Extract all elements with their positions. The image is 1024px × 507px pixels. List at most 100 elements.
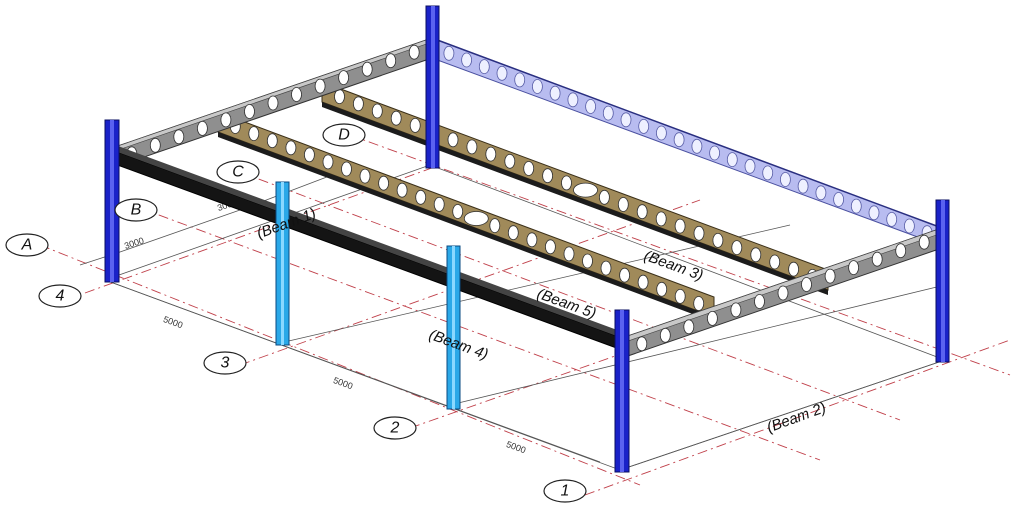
grid-line-C [239,171,901,421]
web-hole [390,110,402,126]
web-hole [385,53,397,69]
grid-bubble-1: 1 [543,479,587,503]
web-hole [674,218,686,234]
web-hole [599,189,610,205]
web-hole [173,129,185,145]
web-hole [850,198,862,214]
svg-text:A: A [21,237,33,254]
web-hole [731,240,743,256]
web-hole [463,211,489,226]
web-hole [415,189,427,205]
grid-bubble-4: 4 [38,284,82,308]
web-hole [788,261,799,277]
web-hole [871,251,883,267]
web-hole [691,138,703,154]
web-hole [638,119,650,134]
web-hole [504,153,516,169]
svg-text:1: 1 [561,483,570,500]
web-hole [433,196,445,212]
web-hole [777,285,789,301]
web-hole [754,294,765,309]
web-hole [322,154,334,170]
web-hole [726,152,738,168]
svg-text:3: 3 [221,355,230,372]
web-hole [656,125,667,141]
web-hole [220,112,232,128]
web-hole [693,225,705,241]
web-hole [334,89,345,104]
web-hole [637,274,649,290]
columns [104,5,950,473]
web-hole [352,96,364,112]
web-hole [489,218,501,234]
web-hole [895,243,907,259]
web-hole [886,211,898,227]
grid-bubbles: A B C D 4 3 2 1 [5,123,587,503]
web-hole [712,232,724,248]
grid-line-1 [584,339,1011,496]
web-hole [801,277,812,292]
web-hole [466,139,478,155]
web-hole [824,268,836,284]
web-hole [542,168,553,184]
dimension-col-3: 5000 [505,439,527,455]
web-hole [149,137,161,153]
web-hole [693,296,705,311]
web-hole [567,92,579,108]
web-hole [244,104,255,119]
right-end-beam-gray [621,227,949,359]
web-hole [549,85,561,101]
web-hole [730,302,742,318]
grid-bubble-2: 2 [373,416,417,440]
web-hole [656,281,668,297]
web-hole [600,260,612,276]
column-A2 [446,245,461,410]
web-hole [750,247,762,263]
web-hole [709,145,720,161]
web-hole [267,95,279,111]
column-A1 [614,309,630,473]
web-hole [848,260,859,276]
dimension-col-1: 5000 [162,314,184,330]
web-hole [904,218,915,234]
back-beam-blue [431,37,943,247]
web-hole [461,52,473,68]
svg-text:C: C [232,164,244,181]
web-hole [359,168,371,184]
web-hole [659,327,671,343]
web-hole [762,165,774,181]
web-hole [341,161,352,177]
web-hole [655,211,667,227]
web-hole [291,87,302,102]
web-hole [409,118,421,133]
left-end-beam-gray [111,37,439,169]
grid-line-A [39,244,641,486]
grid-bubble-A: A [5,233,49,257]
web-hole [744,158,756,174]
grid-bubble-3: 3 [203,351,247,375]
web-hole [507,225,519,241]
web-hole [303,147,315,163]
web-hole [478,59,490,74]
web-hole [619,267,630,283]
web-hole [496,65,508,81]
svg-text:2: 2 [390,420,400,437]
grid-bubble-D: D [322,123,366,147]
grid-bubble-B: B [114,198,158,222]
web-hole [443,45,455,61]
svg-text:D: D [338,127,350,144]
web-hole [683,319,695,335]
web-hole [582,253,593,269]
web-hole [447,132,459,148]
web-hole [485,146,497,162]
web-hole [285,140,297,156]
floor-outline [79,164,947,471]
web-hole [523,161,535,176]
web-hole [674,288,686,304]
web-hole [563,246,575,262]
web-hole [780,172,791,187]
dimension-row-ab: 3000 [123,235,145,251]
web-hole [602,105,614,121]
